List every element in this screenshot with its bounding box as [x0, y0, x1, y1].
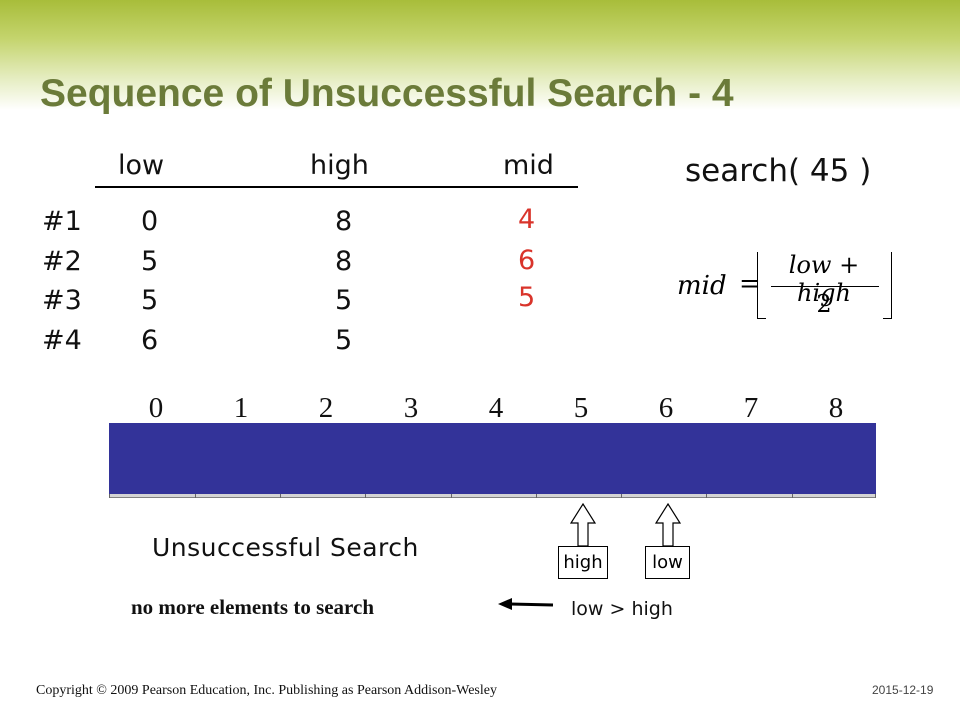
high-pointer-label: high	[558, 546, 608, 579]
formula-denominator: 2	[816, 290, 832, 318]
cell-divider	[875, 494, 876, 498]
search-call: search( 45 )	[685, 153, 872, 189]
column-header-low: low	[118, 150, 165, 181]
formula-equals: =	[739, 269, 761, 299]
row-4-step: #4	[42, 325, 82, 356]
high-pointer-arrow-icon	[570, 503, 596, 547]
row-3-high: 5	[335, 285, 353, 316]
row-3-mid: 5	[518, 282, 536, 313]
row-2-mid: 6	[518, 245, 536, 276]
cell-divider	[109, 494, 110, 498]
mid-formula: mid = low + high 2	[675, 250, 905, 324]
cell-divider	[280, 494, 281, 498]
row-3-low: 5	[141, 285, 159, 316]
row-4-high: 5	[335, 325, 353, 356]
cell-divider	[365, 494, 366, 498]
header-band	[0, 0, 960, 110]
left-arrow-icon	[498, 598, 554, 610]
floor-right-bracket	[883, 252, 892, 319]
low-pointer-arrow-icon	[655, 503, 681, 547]
header-underline	[95, 186, 578, 188]
row-4-low: 6	[141, 325, 159, 356]
array-index-6: 6	[658, 392, 674, 424]
array-index-8: 8	[828, 392, 844, 424]
row-1-low: 0	[141, 206, 159, 237]
array-block	[109, 423, 876, 494]
array-index-1: 1	[233, 392, 249, 424]
column-header-mid: mid	[503, 150, 554, 181]
cell-divider	[706, 494, 707, 498]
row-2-step: #2	[42, 246, 82, 277]
unsuccessful-heading: Unsuccessful Search	[152, 533, 419, 562]
array-index-5: 5	[573, 392, 589, 424]
cell-divider	[451, 494, 452, 498]
array-index-0: 0	[148, 392, 164, 424]
array-index-7: 7	[743, 392, 759, 424]
slide-title: Sequence of Unsuccessful Search - 4	[40, 72, 734, 115]
cell-divider	[195, 494, 196, 498]
array-index-4: 4	[488, 392, 504, 424]
fraction-bar	[771, 286, 879, 287]
low-pointer-label: low	[645, 546, 690, 579]
cell-divider	[536, 494, 537, 498]
array-index-3: 3	[403, 392, 419, 424]
array-baseline	[109, 494, 876, 498]
row-1-step: #1	[42, 206, 82, 237]
no-more-note: no more elements to search	[131, 595, 374, 619]
formula-lhs: mid	[677, 271, 727, 301]
floor-left-bracket	[757, 252, 766, 319]
cell-divider	[621, 494, 622, 498]
condition-text: low > high	[571, 598, 673, 620]
array-index-2: 2	[318, 392, 334, 424]
row-1-high: 8	[335, 206, 353, 237]
column-header-high: high	[310, 150, 369, 181]
row-2-low: 5	[141, 246, 159, 277]
formula-numerator: low + high	[788, 251, 860, 307]
row-2-high: 8	[335, 246, 353, 277]
cell-divider	[792, 494, 793, 498]
copyright-footer: Copyright © 2009 Pearson Education, Inc.…	[36, 683, 497, 698]
row-1-mid: 4	[518, 204, 536, 235]
slide-date: 2015-12-19	[872, 683, 934, 697]
row-3-step: #3	[42, 285, 82, 316]
